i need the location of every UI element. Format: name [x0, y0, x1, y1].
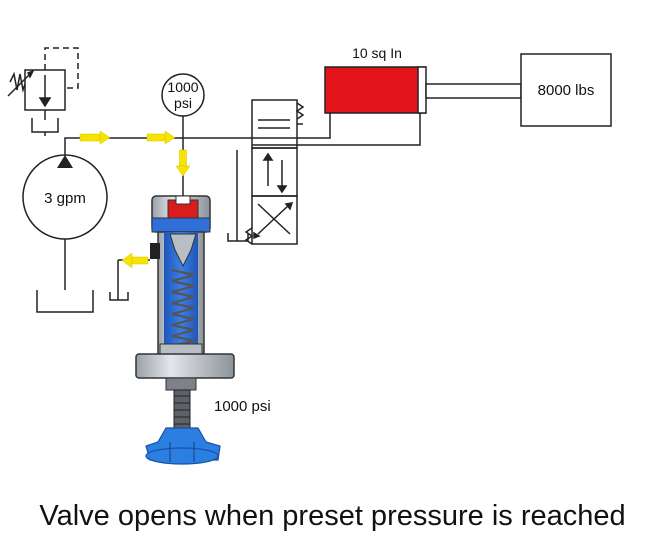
- pressure-gauge: 1000 psi: [161, 73, 205, 117]
- cylinder: 10 sq In: [324, 45, 522, 114]
- adjusting-screw: [173, 389, 191, 429]
- pump-label: 3 gpm: [44, 190, 86, 207]
- flow-arrow-icon: [79, 130, 111, 145]
- outlet-port: [150, 243, 160, 259]
- valve-setting-label: 1000 psi: [214, 398, 271, 415]
- pump: 3 gpm: [22, 154, 108, 313]
- directional-control-valve: [244, 99, 305, 245]
- caption: Valve opens when preset pressure is reac…: [39, 500, 626, 532]
- relief-valve-symbol: [7, 47, 79, 133]
- flow-arrow-icon: [175, 149, 191, 177]
- spring: [171, 268, 195, 348]
- poppet: [169, 233, 197, 268]
- flow-arrow-icon: [121, 252, 149, 269]
- load-label: 8000 lbs: [538, 82, 595, 99]
- pump-arrow-icon: [57, 155, 73, 168]
- pump-tank: [36, 290, 94, 313]
- adjustment-knob: [145, 427, 221, 465]
- cylinder-rod: [425, 83, 522, 99]
- load-weight: 8000 lbs: [520, 53, 612, 127]
- flow-arrow-icon: [146, 130, 176, 145]
- cylinder-barrel: [324, 66, 426, 114]
- cylinder-label: 10 sq In: [352, 45, 402, 61]
- cylinder-piston: [417, 66, 427, 114]
- valve-inlet-port: [175, 195, 191, 205]
- valve-base-flange: [135, 353, 235, 379]
- relief-valve-cutaway: 1000 psi: [135, 195, 271, 465]
- gauge-value: 1000: [167, 79, 198, 95]
- gauge-unit: psi: [174, 95, 192, 111]
- lock-nut: [165, 377, 197, 391]
